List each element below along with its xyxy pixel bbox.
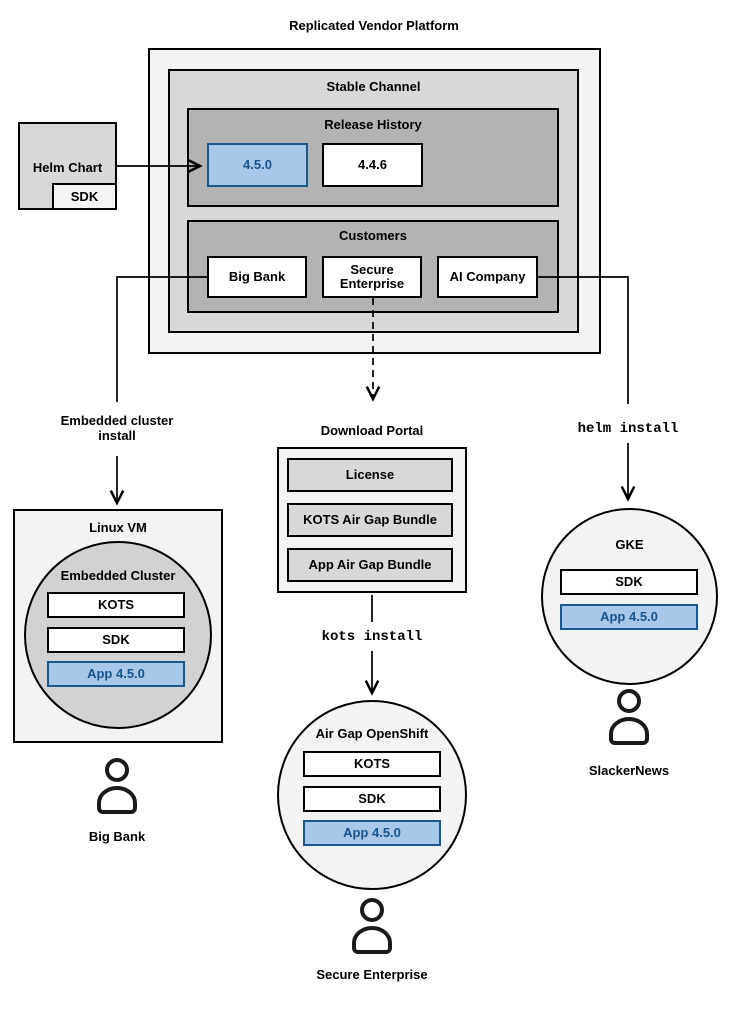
download-portal-label: Download Portal	[320, 423, 424, 438]
embedded-cluster-sdk: SDK	[47, 627, 185, 653]
linux-vm-title: Linux VM	[89, 520, 147, 535]
slackernews-user-label: SlackerNews	[588, 763, 670, 778]
gke-app: App 4.5.0	[560, 604, 698, 630]
portal-item-kots-airgap-bundle: KOTS Air Gap Bundle	[287, 503, 453, 537]
secure-enterprise-user-icon	[352, 898, 392, 954]
embedded-cluster-app: App 4.5.0	[47, 661, 185, 687]
openshift-kots: KOTS	[303, 751, 441, 777]
slackernews-user-icon	[609, 689, 649, 745]
openshift-sdk: SDK	[303, 786, 441, 812]
stable-channel-title: Stable Channel	[326, 79, 421, 94]
big-bank-user-icon	[97, 758, 137, 814]
customer-secure-enterprise: Secure Enterprise	[322, 256, 422, 298]
helm-chart-title: Helm Chart	[32, 160, 103, 175]
download-portal-box: License KOTS Air Gap Bundle App Air Gap …	[277, 447, 467, 593]
portal-item-license: License	[287, 458, 453, 492]
customer-big-bank: Big Bank	[207, 256, 307, 298]
openshift-app: App 4.5.0	[303, 820, 441, 846]
kots-install-label: kots install	[321, 629, 423, 645]
diagram-title: Replicated Vendor Platform	[289, 18, 459, 33]
secure-enterprise-user-label: Secure Enterprise	[316, 967, 428, 982]
release-history-title: Release History	[324, 117, 422, 132]
customer-ai-company: AI Company	[437, 256, 538, 298]
helm-install-label: helm install	[577, 421, 679, 437]
gke-sdk: SDK	[560, 569, 698, 595]
release-4-4-6: 4.4.6	[322, 143, 423, 187]
portal-item-app-airgap-bundle: App Air Gap Bundle	[287, 548, 453, 582]
air-gap-openshift-title: Air Gap OpenShift	[315, 726, 429, 741]
gke-circle	[541, 508, 718, 685]
release-4-5-0: 4.5.0	[207, 143, 308, 187]
embedded-cluster-title: Embedded Cluster	[60, 568, 176, 583]
big-bank-user-label: Big Bank	[88, 829, 146, 844]
gke-title: GKE	[615, 537, 644, 552]
embedded-install-label: Embedded cluster install	[60, 413, 174, 443]
embedded-cluster-kots: KOTS	[47, 592, 185, 618]
helm-chart-sdk-box: SDK	[52, 183, 117, 210]
customers-title: Customers	[339, 228, 407, 243]
